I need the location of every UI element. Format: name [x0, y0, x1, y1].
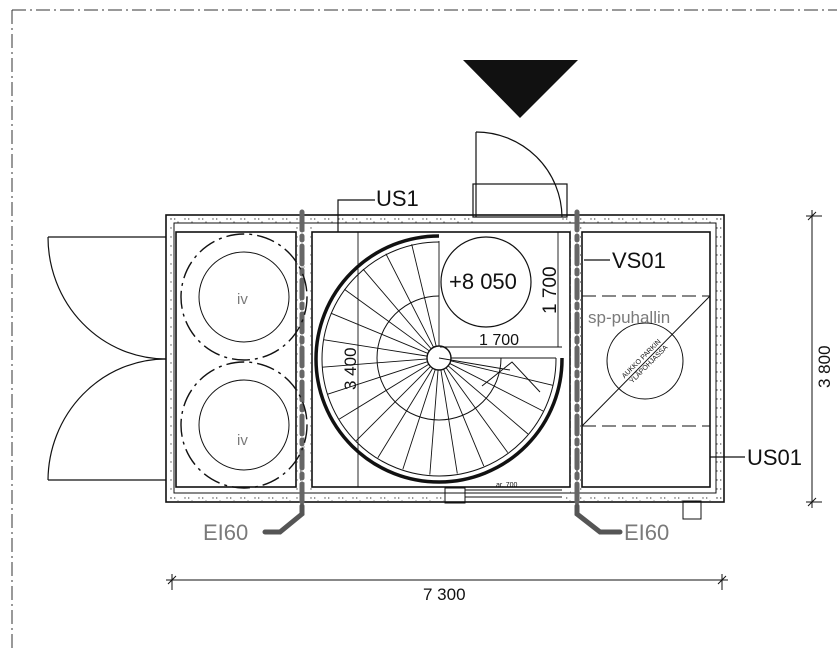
total-depth-dim: 3 800	[815, 345, 834, 388]
stair-tread	[447, 365, 529, 435]
landing-level-circle	[440, 236, 532, 328]
stair-tread	[445, 367, 509, 453]
stair-tread	[377, 367, 434, 458]
stair-tread	[411, 244, 437, 347]
stair-depth-dim: 3 400	[341, 347, 360, 390]
stair-tread	[355, 366, 431, 442]
spiral-stair	[314, 234, 564, 484]
tag-us01: US01	[747, 445, 802, 470]
tag-leaders	[337, 199, 745, 458]
stair-tread	[449, 363, 544, 412]
stair-dimensions	[357, 232, 562, 487]
stair-tread	[322, 358, 428, 368]
stair-tread	[339, 363, 430, 420]
stair-tread	[429, 369, 439, 475]
tag-ei60-left: EI60	[203, 520, 248, 545]
stair-tread	[443, 368, 485, 467]
iv-unit-top	[180, 233, 308, 361]
stair-tread	[440, 369, 458, 474]
tag-us1: US1	[376, 186, 419, 211]
fan-label: sp-puhallin	[588, 308, 670, 327]
direction-arrow-icon	[463, 60, 578, 118]
drain-box	[682, 500, 702, 520]
stair-tread	[344, 288, 430, 352]
stair-tread	[330, 312, 429, 354]
left-double-door	[47, 236, 167, 481]
total-depth-dimline	[806, 210, 822, 508]
stair-tread	[323, 339, 428, 357]
fan-room	[581, 295, 711, 427]
iv-label-bottom: iv	[237, 432, 248, 449]
total-width-dimline	[166, 574, 728, 590]
stair-tread	[362, 268, 432, 350]
tag-ei60-right: EI60	[624, 520, 669, 545]
sheet-border	[11, 9, 837, 648]
level-label: +8 050	[449, 269, 517, 294]
landing-width-dim: 1 700	[479, 332, 519, 349]
bottom-door	[444, 487, 562, 504]
iv-label-top: iv	[237, 291, 248, 308]
stair-tread	[327, 361, 428, 395]
landing-depth-dim: 1 700	[540, 266, 561, 314]
iv-unit-bottom	[180, 361, 308, 489]
door-width-note: ar. 700	[496, 482, 518, 489]
ei60-leaders	[262, 503, 623, 535]
stair-tread	[385, 253, 434, 348]
total-width-dim: 7 300	[423, 585, 466, 604]
tag-vs01: VS01	[612, 248, 666, 273]
top-door	[472, 131, 568, 218]
stair-tread	[402, 369, 436, 470]
stair-tread	[450, 360, 553, 386]
